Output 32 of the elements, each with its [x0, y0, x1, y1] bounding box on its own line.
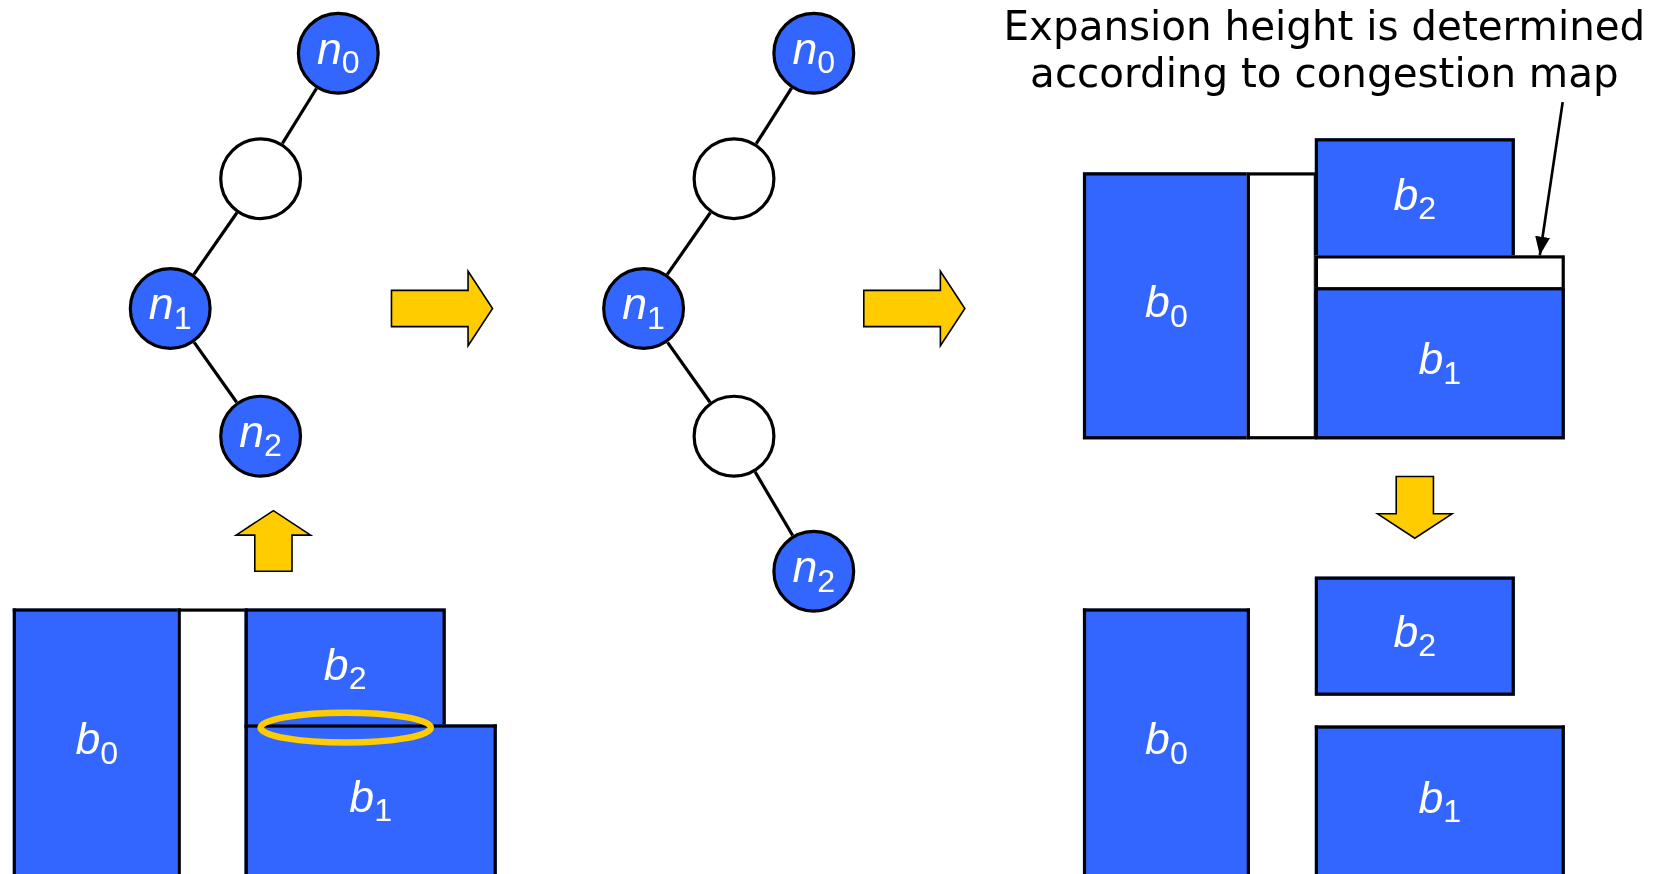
block-box — [1314, 287, 1565, 440]
tree-edge — [666, 211, 712, 276]
block-box — [1082, 608, 1250, 874]
node-label: b$_{2}$ — [1393, 172, 1437, 225]
leader-line — [1535, 101, 1564, 256]
node-label: b$_{0}$ — [1145, 279, 1188, 333]
tree-edge — [753, 471, 795, 537]
tree-edge — [192, 341, 238, 404]
block-box — [1314, 725, 1565, 874]
spacer-box — [1246, 172, 1317, 440]
node-label: b$_{0}$ — [75, 716, 119, 770]
node-label: b$_{2}$ — [1393, 609, 1437, 663]
node-label: b$_{0}$ — [1145, 716, 1188, 770]
tree-edge — [754, 87, 793, 145]
tree-edge — [666, 341, 712, 404]
node-label: n$_{0}$ — [792, 26, 836, 80]
node-label: b$_{1}$ — [1418, 775, 1462, 828]
block-box — [244, 724, 497, 874]
block-arrow — [1374, 475, 1455, 540]
node-label: b$_{2}$ — [323, 642, 367, 695]
tree-edge — [192, 211, 239, 276]
node-label: n$_{2}$ — [239, 409, 282, 463]
node-label: b$_{1}$ — [349, 774, 393, 828]
node-label: n$_{2}$ — [792, 545, 836, 598]
node-label: n$_{0}$ — [316, 26, 360, 80]
node-label: n$_{1}$ — [148, 282, 192, 335]
node-label: n$_{1}$ — [622, 282, 665, 335]
annotation-text: Expansion height is determined according to congestion map — [984, 0, 1665, 103]
block-arrow — [233, 509, 314, 573]
tree-edge — [281, 87, 318, 145]
node-label: b$_{1}$ — [1418, 337, 1462, 390]
block-box — [1314, 576, 1515, 696]
